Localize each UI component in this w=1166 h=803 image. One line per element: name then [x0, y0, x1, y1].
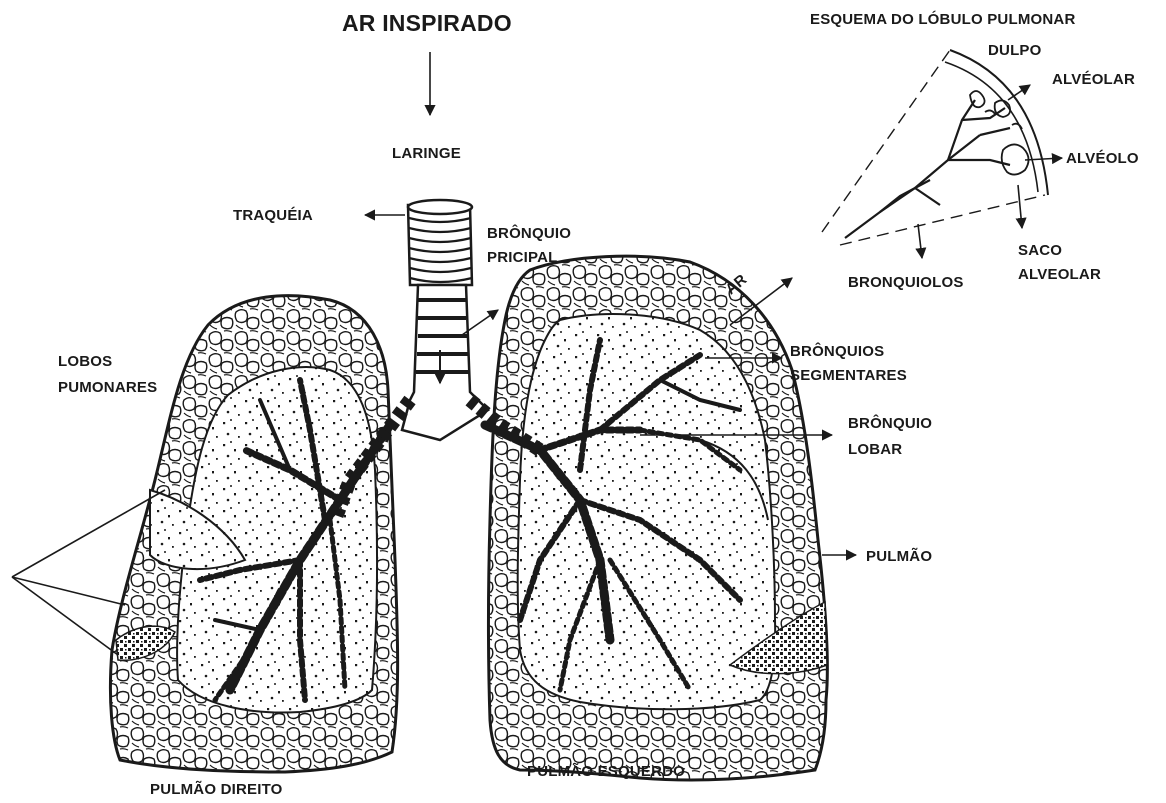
- label-bronquios-segmentares-line2: SEGMENTARES: [790, 366, 907, 385]
- inset-title: ESQUEMA DO LÓBULO PULMONAR: [810, 10, 1075, 29]
- label-alveolo: ALVÉOLO: [1066, 149, 1139, 168]
- label-bronquio-principal-line1: BRÔNQUIO: [487, 224, 571, 243]
- label-lobos-line1: LOBOS: [58, 352, 112, 371]
- label-saco-line2: ALVEOLAR: [1018, 265, 1101, 284]
- alveolus-pointer: [1025, 158, 1062, 160]
- bronchioles-pointer: [918, 224, 922, 258]
- label-pulmao-direito: PULMÃO DIREITO: [150, 780, 283, 799]
- diagram-title: AR INSPIRADO: [342, 10, 512, 36]
- left-lung: [485, 256, 827, 780]
- label-laringe: LARINGE: [392, 144, 461, 163]
- label-bronquio-lobar-line1: BRÔNQUIO: [848, 414, 932, 433]
- label-bronquio-principal-line2: PRICIPAL: [487, 248, 558, 267]
- alveolar-sac-pointer: [1018, 185, 1022, 228]
- label-lobos-line2: PUMONARES: [58, 378, 157, 397]
- label-dulpo: DULPO: [988, 41, 1042, 60]
- larynx: [408, 200, 472, 285]
- label-pulmao-esquerdo: PULMÃO ESQUERDO: [527, 762, 685, 781]
- label-traqueia: TRAQUÉIA: [233, 206, 313, 225]
- lobule-inset: [822, 50, 1062, 258]
- label-saco-line1: SACO: [1018, 241, 1062, 260]
- left-lung-inner: [518, 314, 775, 709]
- label-bronquios-segmentares-line1: BRÔNQUIOS: [790, 342, 884, 361]
- label-bronquio-lobar-line2: LOBAR: [848, 440, 902, 459]
- label-bronquiolos: BRONQUIOLOS: [848, 273, 964, 292]
- inset-upper-boundary: [822, 50, 950, 232]
- right-lung: [110, 296, 397, 772]
- bronchiole-tree: [845, 100, 1010, 238]
- pleura-outer: [950, 50, 1048, 195]
- label-alveolar: ALVÉOLAR: [1052, 70, 1135, 89]
- label-pulmao: PULMÃO: [866, 547, 932, 566]
